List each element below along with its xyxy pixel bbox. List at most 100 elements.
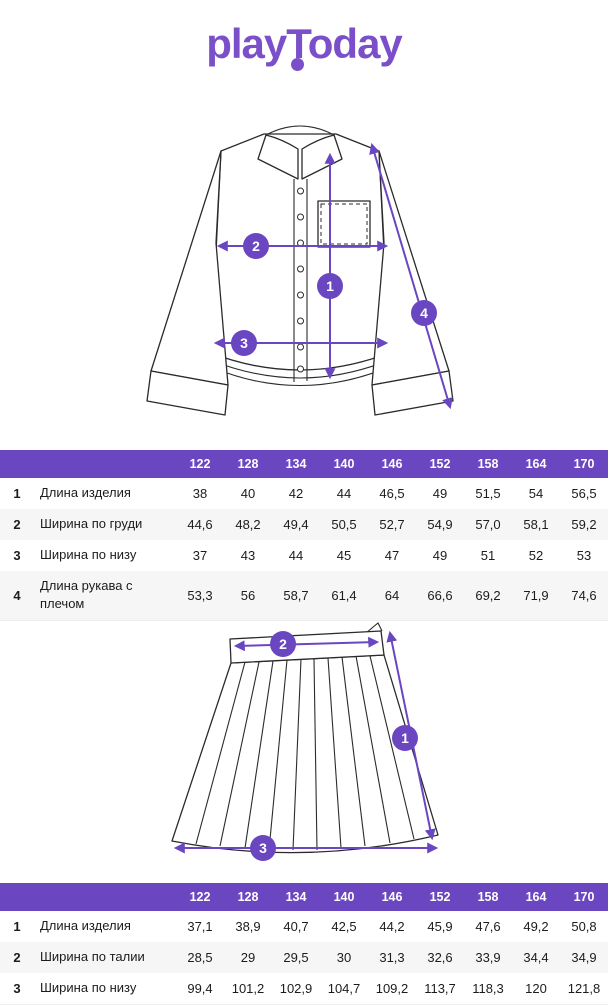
size-value: 45,9 <box>416 911 464 943</box>
size-value: 52,7 <box>368 508 416 540</box>
measure-arrow-2 <box>233 636 380 652</box>
size-column-header: 146 <box>368 883 416 912</box>
size-value: 33,9 <box>464 942 512 973</box>
brand-logo: playToday <box>0 0 608 88</box>
size-value: 40,7 <box>272 911 320 943</box>
shirt-hem-line <box>215 368 385 387</box>
row-label: Ширина по груди <box>34 508 176 540</box>
size-value: 59,2 <box>560 508 608 540</box>
size-value: 69,2 <box>464 570 512 621</box>
measure-marker-3: 3 <box>250 835 276 862</box>
size-value: 49 <box>416 478 464 509</box>
size-value: 66,6 <box>416 570 464 621</box>
shirt-measurement-diagram: 1 2 3 4 <box>146 125 454 416</box>
size-value: 104,7 <box>320 972 368 1004</box>
row-number: 4 <box>0 570 34 621</box>
size-value: 56,5 <box>560 478 608 509</box>
skirt-pleat-line <box>341 657 366 847</box>
size-value: 45 <box>320 539 368 571</box>
size-value: 57,0 <box>464 508 512 540</box>
skirt-pleat-line <box>268 660 288 851</box>
shirt-button <box>297 187 304 195</box>
size-value: 29,5 <box>272 942 320 973</box>
size-value: 121,8 <box>560 972 608 1004</box>
shirt-button <box>297 365 304 373</box>
skirt-pleat-line <box>244 661 274 849</box>
size-column-header: 134 <box>272 883 320 912</box>
measure-marker-3: 3 <box>231 330 257 356</box>
row-number: 1 <box>0 478 34 509</box>
skirt-pleat-line <box>313 659 318 851</box>
shirt-button <box>297 213 304 221</box>
size-value: 44 <box>272 539 320 571</box>
skirt-pleat-line <box>292 659 302 851</box>
size-value: 118,3 <box>464 972 512 1004</box>
size-value: 52 <box>512 539 560 571</box>
size-column-header: 152 <box>416 883 464 912</box>
size-value: 47 <box>368 539 416 571</box>
measure-marker-1: 1 <box>317 273 343 299</box>
size-value: 49 <box>416 539 464 571</box>
size-value: 53 <box>560 539 608 571</box>
size-value: 109,2 <box>368 972 416 1004</box>
shirt-button <box>297 343 304 351</box>
size-column-header: 122 <box>176 450 224 478</box>
size-value: 37,1 <box>176 911 224 943</box>
skirt-pleat-line <box>355 656 391 844</box>
svg-text:1: 1 <box>326 278 334 294</box>
skirt-body <box>171 654 439 854</box>
size-value: 47,6 <box>464 911 512 943</box>
size-value: 102,9 <box>272 972 320 1004</box>
skirt-zipper-flap <box>365 622 383 634</box>
size-value: 34,9 <box>560 942 608 973</box>
size-value: 40 <box>224 478 272 509</box>
row-number: 2 <box>0 942 34 973</box>
size-column-header: 128 <box>224 450 272 478</box>
skirt-pleat-line <box>219 662 260 847</box>
size-value: 74,6 <box>560 570 608 621</box>
size-value: 53,3 <box>176 570 224 621</box>
header-spacer <box>34 883 176 912</box>
size-value: 31,3 <box>368 942 416 973</box>
skirt-pleat-line <box>327 658 342 849</box>
shirt-pocket <box>317 200 371 248</box>
size-value: 44,6 <box>176 508 224 540</box>
size-value: 29 <box>224 942 272 973</box>
skirt-measurement-diagram: 2 1 3 <box>171 622 439 862</box>
size-value: 49,2 <box>512 911 560 943</box>
size-value: 38 <box>176 478 224 509</box>
size-column-header: 122 <box>176 883 224 912</box>
measure-marker-1: 1 <box>392 725 418 752</box>
size-value: 50,5 <box>320 508 368 540</box>
row-label: Длина изделия <box>34 911 176 943</box>
size-column-header: 128 <box>224 883 272 912</box>
size-value: 58,1 <box>512 508 560 540</box>
svg-text:2: 2 <box>252 238 260 254</box>
row-number: 1 <box>0 911 34 943</box>
size-value: 28,5 <box>176 942 224 973</box>
row-label: Ширина по талии <box>34 942 176 973</box>
size-value: 101,2 <box>224 972 272 1004</box>
shirt-button <box>297 317 304 325</box>
size-value: 42,5 <box>320 911 368 943</box>
size-value: 46,5 <box>368 478 416 509</box>
size-value: 54 <box>512 478 560 509</box>
shirt-button <box>297 291 304 299</box>
size-column-header: 140 <box>320 883 368 912</box>
shirt-collar-band <box>265 125 335 136</box>
size-value: 48,2 <box>224 508 272 540</box>
svg-text:4: 4 <box>420 305 428 321</box>
size-column-header: 164 <box>512 450 560 478</box>
shirt-collar-left <box>257 134 299 180</box>
size-value: 49,4 <box>272 508 320 540</box>
size-column-header: 164 <box>512 883 560 912</box>
shirt-left-cuff <box>146 370 229 416</box>
measure-marker-2: 2 <box>270 631 296 658</box>
svg-text:3: 3 <box>259 840 267 856</box>
size-value: 99,4 <box>176 972 224 1004</box>
size-value: 56 <box>224 570 272 621</box>
size-value: 61,4 <box>320 570 368 621</box>
row-number: 3 <box>0 972 34 1004</box>
shirt-hem-line <box>212 360 388 379</box>
